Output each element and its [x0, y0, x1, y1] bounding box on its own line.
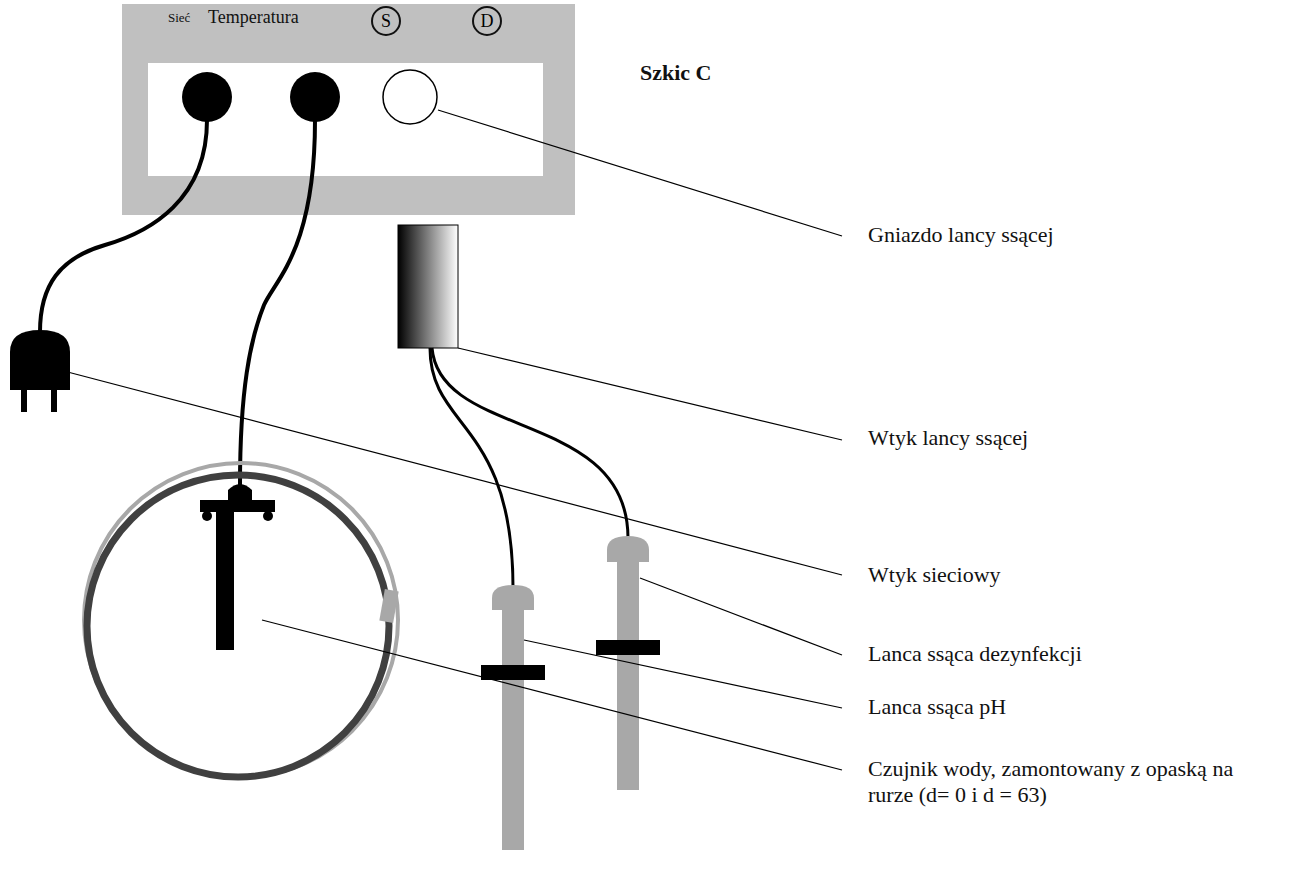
- leader-line: [640, 578, 842, 655]
- ph-lance-cable: [430, 348, 513, 588]
- callout-label: Czujnik wody, zamontowany z opaską na ru…: [868, 756, 1268, 809]
- clamp-screw: [202, 511, 212, 521]
- pipe-clamp: [84, 463, 398, 777]
- water-sensor: [216, 505, 234, 650]
- disinfection-lance: [617, 558, 639, 790]
- plug-prong: [21, 388, 27, 412]
- lance-band: [596, 640, 660, 655]
- clamp-screw: [263, 511, 273, 521]
- leader-line: [60, 370, 842, 575]
- ph-lance: [502, 606, 524, 850]
- circle-letter: D: [481, 12, 494, 30]
- callout-label: Wtyk sieciowy: [868, 562, 1001, 588]
- socket-label: Sieć: [168, 10, 190, 26]
- disinfection-lance-cable: [432, 348, 628, 538]
- socket-panel: [148, 63, 543, 176]
- lance-band: [481, 665, 545, 680]
- pipe: [87, 475, 389, 777]
- leader-line: [524, 640, 842, 708]
- device-housing: Sieć Temperatura S D: [122, 4, 575, 215]
- plug-prong: [51, 388, 57, 412]
- callout-label: Lanca ssąca pH: [868, 694, 1006, 720]
- mains-plug: [10, 330, 70, 390]
- lance-socket: [383, 70, 437, 124]
- temperature-socket: [290, 72, 340, 122]
- leader-line: [438, 110, 842, 236]
- circled-letter: D: [472, 6, 502, 36]
- mains-cable: [40, 120, 207, 332]
- sketch-title: Szkic C: [640, 60, 712, 86]
- lance-plug: [398, 225, 458, 348]
- leader-line: [262, 620, 842, 770]
- callout-label: Gniazdo lancy ssącej: [868, 222, 1054, 248]
- sensor-head: [228, 484, 252, 500]
- leader-line: [458, 348, 842, 440]
- mains-socket: [182, 72, 232, 122]
- callout-label: Lanca ssąca dezynfekcji: [868, 641, 1082, 667]
- sensor-clamp-bar: [200, 500, 275, 512]
- socket-label: Temperatura: [208, 7, 299, 29]
- circle-letter: S: [381, 12, 391, 30]
- clamp-lock: [379, 589, 398, 623]
- callout-label: Wtyk lancy ssącej: [868, 425, 1028, 451]
- temperature-cable: [240, 120, 315, 485]
- circled-letter: S: [371, 6, 401, 36]
